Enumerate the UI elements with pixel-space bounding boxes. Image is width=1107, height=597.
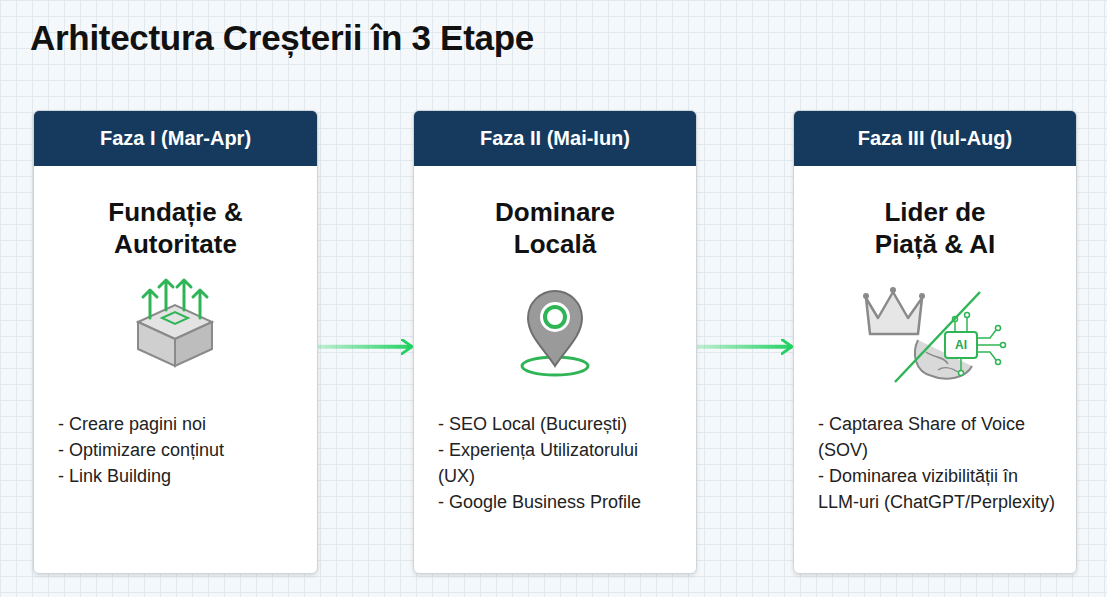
bullet-item: - Captarea Share of Voice (SOV) — [818, 411, 1058, 463]
bullet-list: - Captarea Share of Voice (SOV)- Dominar… — [818, 411, 1058, 515]
diagram-title: Arhitectura Creșterii în 3 Etape — [30, 18, 534, 58]
chip-label: AI — [946, 338, 976, 352]
phase-card: Faza III (Iul-Aug) Lider de Piață & AI - C… — [793, 110, 1077, 574]
phase-header: Faza I (Mar-Apr) — [34, 111, 317, 166]
bullet-item: - Optimizare conținut — [58, 437, 299, 463]
bullet-item: - Experiența Utilizatorului (UX) — [438, 437, 678, 489]
bullet-item: - Google Business Profile — [438, 489, 678, 515]
arrow-line — [697, 345, 792, 349]
phase-header: Faza II (Mai-Iun) — [414, 111, 696, 166]
bullet-list: - SEO Local (București)- Experiența Util… — [438, 411, 678, 515]
phase-header: Faza III (Iul-Aug) — [794, 111, 1076, 166]
bullet-item: - Dominarea vizibilității în LLM-uri (Ch… — [818, 463, 1058, 515]
arrow-glow — [697, 342, 793, 352]
phase-title: Lider de Piață & AI — [850, 196, 1020, 260]
phase-title: Fundație & Autoritate — [91, 196, 261, 260]
bullet-list: - Creare pagini noi- Optimizare conținut… — [58, 411, 299, 489]
phase-title: Dominare Locală — [470, 196, 640, 260]
bullet-item: - Creare pagini noi — [58, 411, 299, 437]
phase-card: Faza II (Mai-Iun) Dominare Locală - SEO Lo… — [413, 110, 697, 574]
flow-arrow — [697, 346, 793, 347]
bullet-item: - Link Building — [58, 463, 299, 489]
bullet-item: - SEO Local (București) — [438, 411, 678, 437]
flow-arrow — [318, 346, 413, 347]
arrow-line — [318, 345, 412, 349]
phase-card: Faza I (Mar-Apr) Fundație & Autoritate - C… — [33, 110, 318, 574]
arrow-glow — [318, 342, 413, 352]
